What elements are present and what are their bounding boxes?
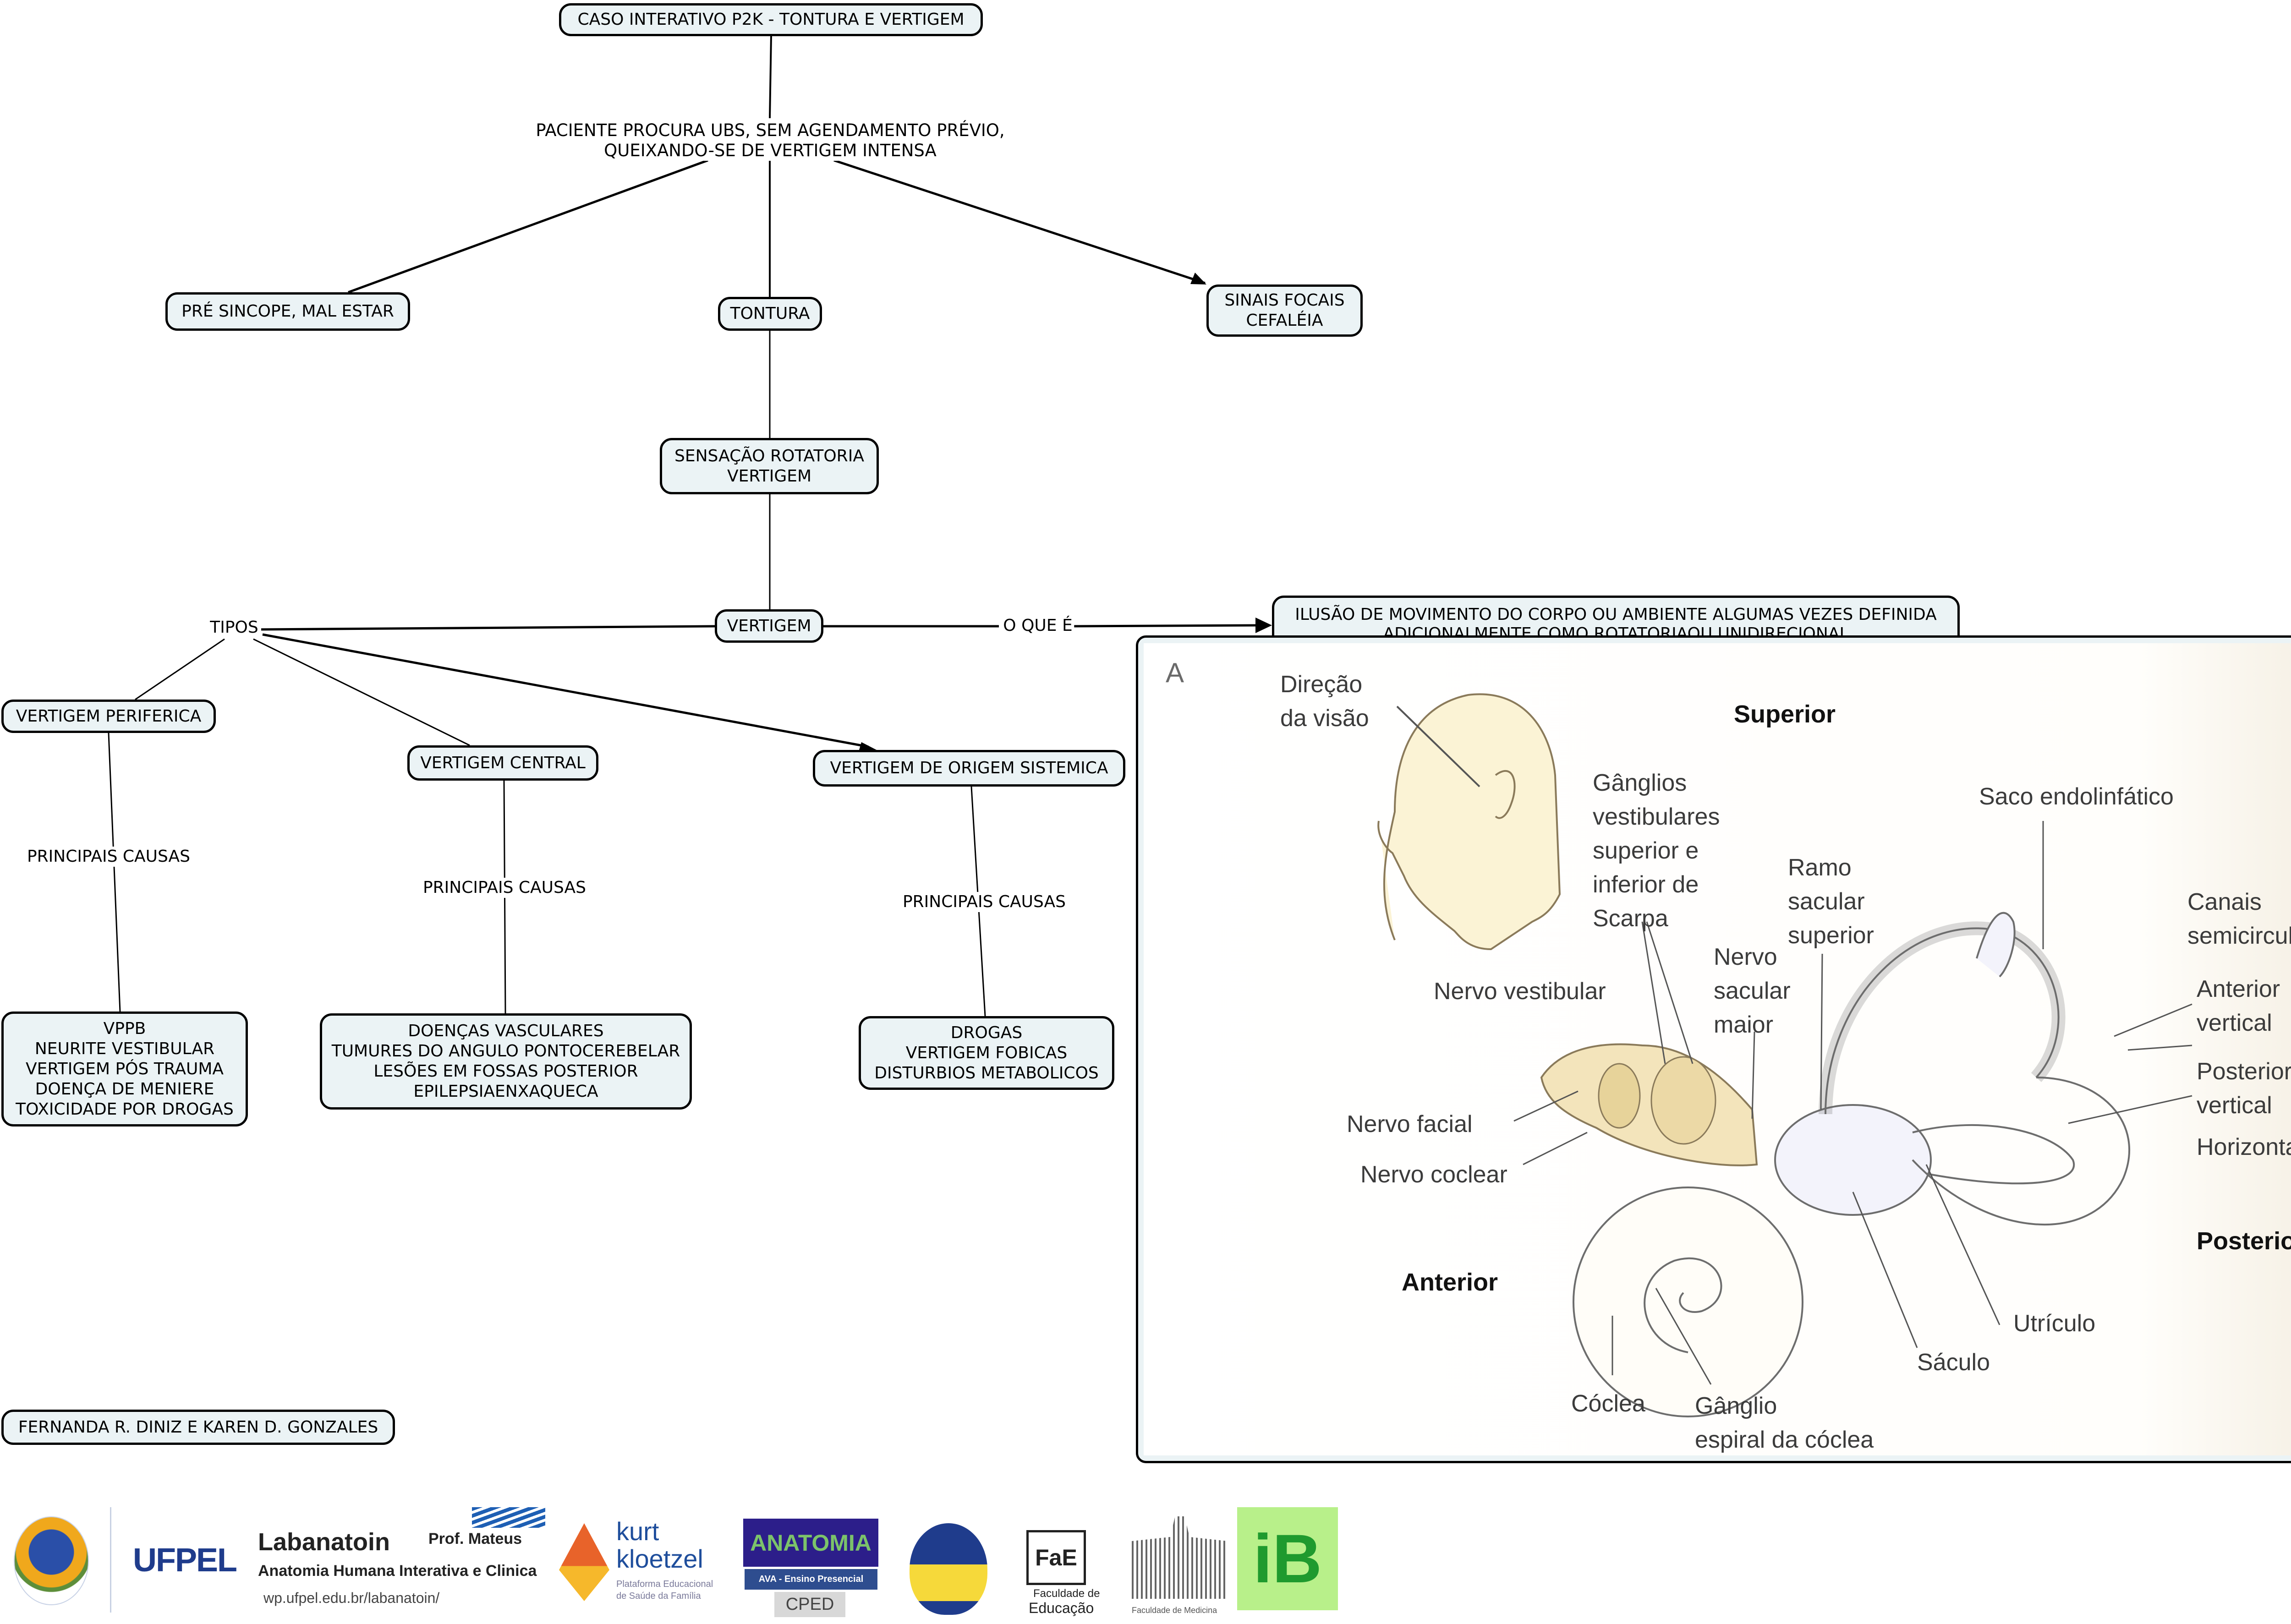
title-node[interactable]: CASO INTERATIVO P2K - TONTURA E VERTIGEM [559, 3, 983, 36]
node-causas-periferica[interactable]: VPPB NEURITE VESTIBULAR VERTIGEM PÓS TRA… [1, 1012, 248, 1126]
fae-text-1: Faculdade de [1033, 1587, 1100, 1600]
labanatoin-stripe-icon [472, 1507, 545, 1528]
label-superior: Superior [1734, 700, 1836, 728]
kurt-kloetzel-icon [559, 1523, 609, 1601]
figure-letter: A [1166, 657, 1184, 688]
anterior-canal-line [1825, 927, 2060, 1115]
sponsor-logos: UFPEL Labanatoin Prof. Mateus Anatomia H… [0, 1498, 1375, 1622]
link-title-patient [769, 35, 772, 119]
patient-prompt: PACIENTE PROCURA UBS, SEM AGENDAMENTO PR… [534, 120, 1007, 161]
endolymphatic-sac [1976, 912, 2016, 978]
anatomy-figure-panel[interactable]: A Direção da visão Superior Gânglios ves… [1136, 635, 2291, 1463]
label-anterior: Anterior [1402, 1269, 1498, 1296]
fae-text-2: Educação [1029, 1600, 1094, 1616]
label-saco-endolinfatico: Saco endolinfático [1979, 783, 2174, 810]
node-vertigem-sistemica[interactable]: VERTIGEM DE ORIGEM SISTEMICA [813, 750, 1125, 787]
horizontal-canal [1912, 1124, 2075, 1185]
ib-logo: iB [1237, 1507, 1338, 1610]
link-vertigem-tipos [261, 625, 715, 631]
label-ganglio-espiral: Gânglio espiral da cóclea [1695, 1393, 1874, 1453]
link-label-principais-causas-sistemica: PRINCIPAIS CAUSAS [900, 892, 1068, 912]
labanatoin-subtitle: Anatomia Humana Interativa e Clinica [258, 1562, 537, 1580]
famed-building-icon [1132, 1516, 1228, 1599]
labanatoin-url: wp.ufpel.edu.br/labanatoin/ [263, 1590, 440, 1606]
link-oque-definicao [1072, 624, 1258, 628]
link-tipos-central [253, 638, 470, 746]
label-direcao-visao: Direção da visão [1280, 671, 1369, 732]
nerve-bundle [1540, 1043, 1758, 1166]
ganglion [1598, 1063, 1641, 1129]
ib-text: iB [1253, 1520, 1322, 1597]
arrowhead-sinais [1190, 273, 1206, 284]
node-vertigem-central[interactable]: VERTIGEM CENTRAL [407, 745, 598, 781]
logo-divider [110, 1507, 111, 1613]
node-vertigem[interactable]: VERTIGEM [715, 609, 823, 643]
link-label-principais-causas-periferica: PRINCIPAIS CAUSAS [25, 847, 192, 867]
ufpel-seal-logo [14, 1516, 89, 1605]
anatomia-text: ANATOMIA [750, 1530, 871, 1556]
label-ramo-sacular: Ramo sacular superior [1788, 854, 1874, 949]
label-coclea: Cóclea [1571, 1390, 1645, 1417]
label-horizontal: Horizontal [2197, 1134, 2291, 1160]
node-sensacao-rotatoria[interactable]: SENSAÇÃO ROTATORIA VERTIGEM [660, 438, 879, 494]
link-tipos-periferica [135, 638, 225, 700]
link-patient-sinais [833, 159, 1206, 284]
ufpel-logo: UFPEL [133, 1542, 237, 1579]
label-nervo-coclear: Nervo coclear [1360, 1161, 1507, 1188]
link-label-tipos: TIPOS [208, 618, 260, 638]
ear-outline [1495, 770, 1516, 819]
node-pre-sincope[interactable]: PRÉ SINCOPE, MAL ESTAR [165, 292, 410, 331]
link-label-principais-causas-central: PRINCIPAIS CAUSAS [421, 878, 588, 898]
label-anterior-vertical: Anterior vertical [2197, 976, 2280, 1036]
vestibule [1774, 1104, 1932, 1216]
fae-logo-icon: FaE [1026, 1530, 1086, 1585]
node-authors[interactable]: FERNANDA R. DINIZ E KAREN D. GONZALES [1, 1410, 395, 1445]
label-canais-semicirculares: Canais semicirculares [2187, 889, 2291, 949]
direction-of-vision-arrow [1396, 705, 1480, 787]
link-patient-presincope [348, 159, 708, 294]
cochlea-spiral [1644, 1257, 1722, 1353]
node-vertigem-periferica[interactable]: VERTIGEM PERIFERICA [1, 700, 216, 733]
inner-ear-illustration [1377, 693, 2192, 1417]
label-saculo: Sáculo [1917, 1349, 1990, 1376]
kurt-name-2: kloetzel [616, 1544, 703, 1573]
prof-mateus: Prof. Mateus [428, 1530, 522, 1547]
link-label-o-que-e: O QUE É [1001, 616, 1074, 636]
ganglion-2 [1650, 1056, 1716, 1145]
label-nervo-facial: Nervo facial [1347, 1111, 1473, 1137]
label-ganglios-scarpa: Gânglios vestibulares superior e inferio… [1593, 770, 1720, 932]
cped-label: CPED [774, 1592, 845, 1617]
label-utriculo: Utrículo [2013, 1310, 2096, 1337]
label-posterior-vertical: Posterior vertical [2197, 1058, 2291, 1119]
kurt-subtitle: Plataforma Educacional de Saúde da Famíl… [616, 1579, 713, 1601]
labanatoin-title: Labanatoin [258, 1528, 390, 1556]
anatomia-ava-logo: ANATOMIA [743, 1519, 878, 1567]
label-posterior: Posterior [2197, 1227, 2291, 1255]
label-nervo-vestibular: Nervo vestibular [1434, 978, 1606, 1005]
node-causas-central[interactable]: DOENÇAS VASCULARES TUMURES DO ANGULO PON… [320, 1013, 692, 1110]
node-sinais-focais[interactable]: SINAIS FOCAIS CEFALÉIA [1206, 284, 1363, 337]
link-tipos-sistemica [262, 633, 869, 748]
label-nervo-sacular-maior: Nervo sacular maior [1714, 944, 1791, 1038]
node-tontura[interactable]: TONTURA [718, 297, 822, 331]
ava-banner: AVA - Ensino Presencial [745, 1569, 877, 1590]
crest-logo [910, 1523, 987, 1615]
head-silhouette [1377, 693, 1561, 951]
anterior-canal [1819, 921, 2066, 1115]
posterior-canal [1912, 1077, 2131, 1226]
cochlea-outer [1573, 1187, 1803, 1417]
arrowhead-definicao [1255, 618, 1272, 633]
famed-label: Faculdade de Medicina [1132, 1606, 1217, 1615]
node-causas-sistemica[interactable]: DROGAS VERTIGEM FOBICAS DISTURBIOS METAB… [859, 1016, 1114, 1090]
link-periferica-causas [108, 733, 121, 1012]
kurt-name-1: kurt [616, 1517, 659, 1546]
